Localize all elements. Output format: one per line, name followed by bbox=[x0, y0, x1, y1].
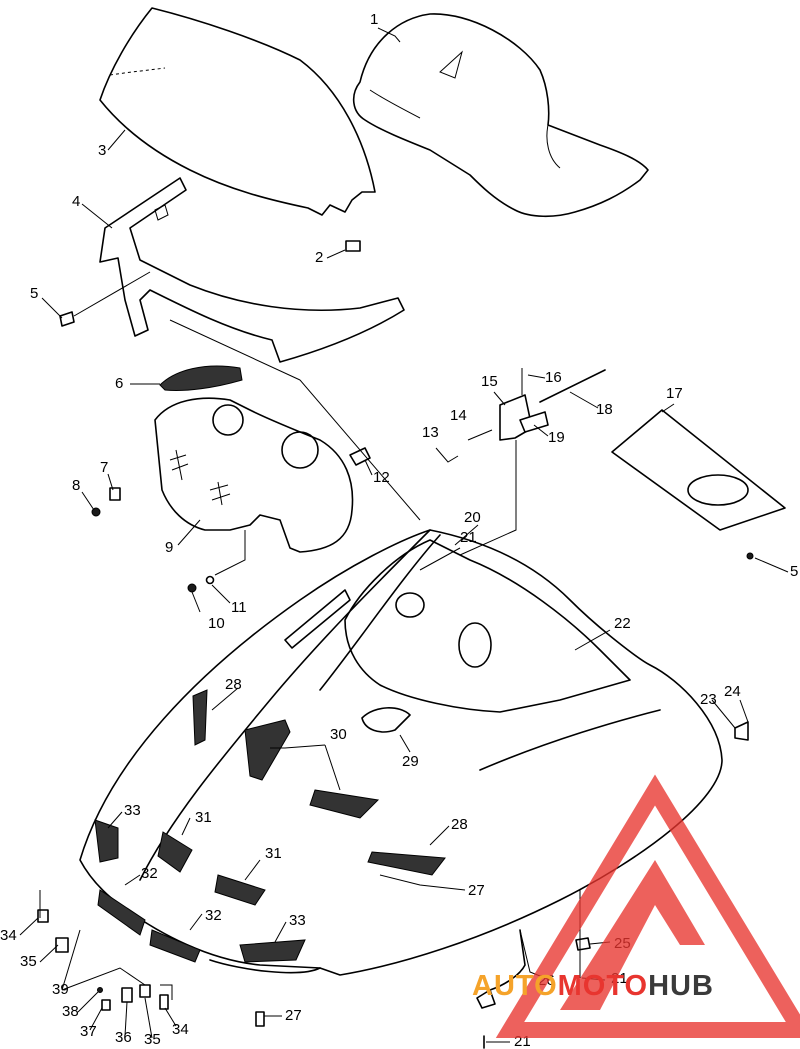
callout-1: 1 bbox=[370, 11, 378, 28]
part-29-fastener bbox=[361, 707, 411, 733]
part-1-seat-cover bbox=[352, 13, 649, 218]
callout-27: 27 bbox=[285, 1007, 302, 1024]
callout-24: 24 bbox=[724, 683, 741, 700]
callout-27: 27 bbox=[468, 882, 485, 899]
callout-8: 8 bbox=[72, 477, 80, 494]
callout-2: 2 bbox=[315, 249, 323, 266]
callout-11: 11 bbox=[231, 599, 247, 616]
triangle-m-logo-icon bbox=[495, 774, 800, 1038]
callout-34: 34 bbox=[172, 1021, 189, 1038]
part-3-windshield bbox=[99, 7, 376, 216]
callout-36: 36 bbox=[115, 1029, 132, 1046]
callout-28: 28 bbox=[225, 676, 242, 693]
callout-38: 38 bbox=[62, 1003, 79, 1020]
callout-32: 32 bbox=[205, 907, 222, 924]
callout-10: 10 bbox=[208, 615, 225, 632]
callout-21: 21 bbox=[460, 529, 477, 546]
callout-9: 9 bbox=[165, 539, 173, 556]
callout-33: 33 bbox=[124, 802, 141, 819]
vent-30-b bbox=[309, 789, 380, 819]
part-2-clip bbox=[345, 240, 361, 252]
callout-37: 37 bbox=[80, 1023, 97, 1040]
callout-12: 12 bbox=[373, 469, 390, 486]
callout-29: 29 bbox=[402, 753, 419, 770]
callout-7: 7 bbox=[100, 459, 108, 476]
vent-28-b bbox=[367, 851, 446, 876]
callout-34: 34 bbox=[0, 927, 17, 944]
callout-13: 13 bbox=[422, 424, 439, 441]
watermark-moto: MOTO bbox=[558, 970, 648, 1002]
callout-28: 28 bbox=[451, 816, 468, 833]
callout-6: 6 bbox=[115, 375, 123, 392]
callout-35: 35 bbox=[144, 1031, 161, 1048]
callout-23: 23 bbox=[700, 691, 717, 708]
callout-4: 4 bbox=[72, 193, 80, 210]
hood-body bbox=[79, 529, 723, 976]
part-18-rod bbox=[539, 369, 606, 403]
hardware bbox=[37, 447, 754, 1049]
vent-30-a bbox=[244, 719, 291, 781]
callout-14: 14 bbox=[450, 407, 467, 424]
vent-32-b bbox=[149, 929, 201, 963]
callout-5: 5 bbox=[30, 285, 38, 302]
watermark-hub: HUB bbox=[648, 970, 714, 1002]
callout-35: 35 bbox=[20, 953, 37, 970]
watermark-auto: AUTO bbox=[472, 970, 558, 1002]
vent-33-b bbox=[239, 939, 306, 963]
vent-28-a bbox=[192, 689, 208, 746]
callout-22: 22 bbox=[614, 615, 631, 632]
part-15-19-bracket bbox=[499, 394, 549, 441]
leader-lines bbox=[19, 27, 789, 1043]
vent-32-a bbox=[97, 889, 146, 936]
hood-vents bbox=[94, 689, 446, 963]
callout-20: 20 bbox=[464, 509, 481, 526]
callout-33: 33 bbox=[289, 912, 306, 929]
callout-16: 16 bbox=[545, 369, 562, 386]
part-4-bracket bbox=[99, 177, 405, 363]
callout-18: 18 bbox=[596, 401, 613, 418]
callout-39: 39 bbox=[52, 981, 69, 998]
callout-3: 3 bbox=[98, 142, 106, 159]
callout-5: 5 bbox=[790, 563, 798, 580]
part-17-plate bbox=[611, 409, 786, 531]
vent-31-b bbox=[214, 874, 266, 906]
part-9-headlight-housing bbox=[154, 397, 354, 553]
callout-15: 15 bbox=[481, 373, 498, 390]
callout-32: 32 bbox=[141, 865, 158, 882]
callout-31: 31 bbox=[195, 809, 212, 826]
callout-30: 30 bbox=[330, 726, 347, 743]
callout-17: 17 bbox=[666, 385, 683, 402]
callout-31: 31 bbox=[265, 845, 282, 862]
watermark-text: AUTOMOTOHUB bbox=[472, 970, 714, 1002]
vent-31-a bbox=[157, 831, 193, 873]
part-5-screw-left bbox=[59, 311, 75, 327]
callout-19: 19 bbox=[548, 429, 565, 446]
part-6-foam-pad bbox=[159, 365, 243, 391]
